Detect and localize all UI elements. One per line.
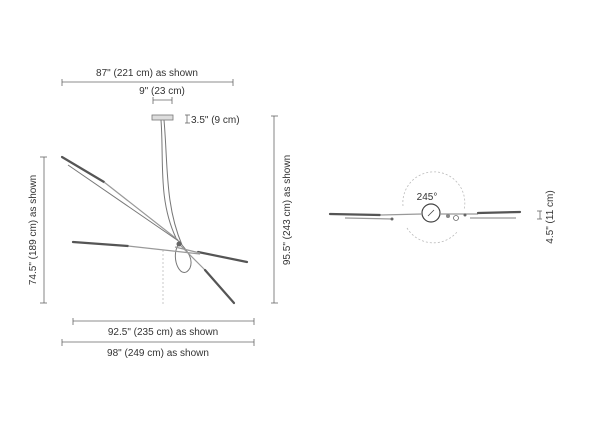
side-view: 245° 4.5" (11 cm) bbox=[328, 171, 556, 244]
inner-width-label: 92.5" (235 cm) as shown bbox=[108, 327, 218, 338]
canopy bbox=[151, 114, 174, 121]
canopy-height-dimension: 3.5" (9 cm) bbox=[185, 114, 240, 126]
left-height-label: 74.5" (189 cm) as shown bbox=[28, 175, 39, 285]
overall-height-label: 95.5" (243 cm) as shown bbox=[282, 155, 293, 265]
front-view: 87" (221 cm) as shown 9" (23 cm) 3.5" (9… bbox=[28, 68, 293, 359]
rotation-label: 245° bbox=[417, 192, 438, 203]
canopy-width-label: 9" (23 cm) bbox=[139, 86, 185, 97]
overall-height-dimension: 95.5" (243 cm) as shown bbox=[271, 115, 293, 304]
top-width-label: 87" (221 cm) as shown bbox=[96, 68, 198, 79]
rotation-arc bbox=[402, 171, 466, 211]
top-width-dimension: 87" (221 cm) as shown bbox=[61, 68, 234, 86]
outer-width-label: 98" (249 cm) as shown bbox=[107, 348, 209, 359]
joint-hub bbox=[176, 241, 182, 247]
fixture-front bbox=[60, 119, 249, 305]
outer-width-dimension: 98" (249 cm) as shown bbox=[61, 339, 255, 359]
left-height-dimension: 74.5" (189 cm) as shown bbox=[28, 156, 47, 304]
side-height-label: 4.5" (11 cm) bbox=[545, 190, 556, 243]
canopy-height-label: 3.5" (9 cm) bbox=[191, 115, 240, 126]
side-height-dimension: 4.5" (11 cm) bbox=[537, 190, 556, 244]
inner-width-dimension: 92.5" (235 cm) as shown bbox=[72, 318, 255, 338]
canopy-width-dimension: 9" (23 cm) bbox=[139, 86, 185, 104]
